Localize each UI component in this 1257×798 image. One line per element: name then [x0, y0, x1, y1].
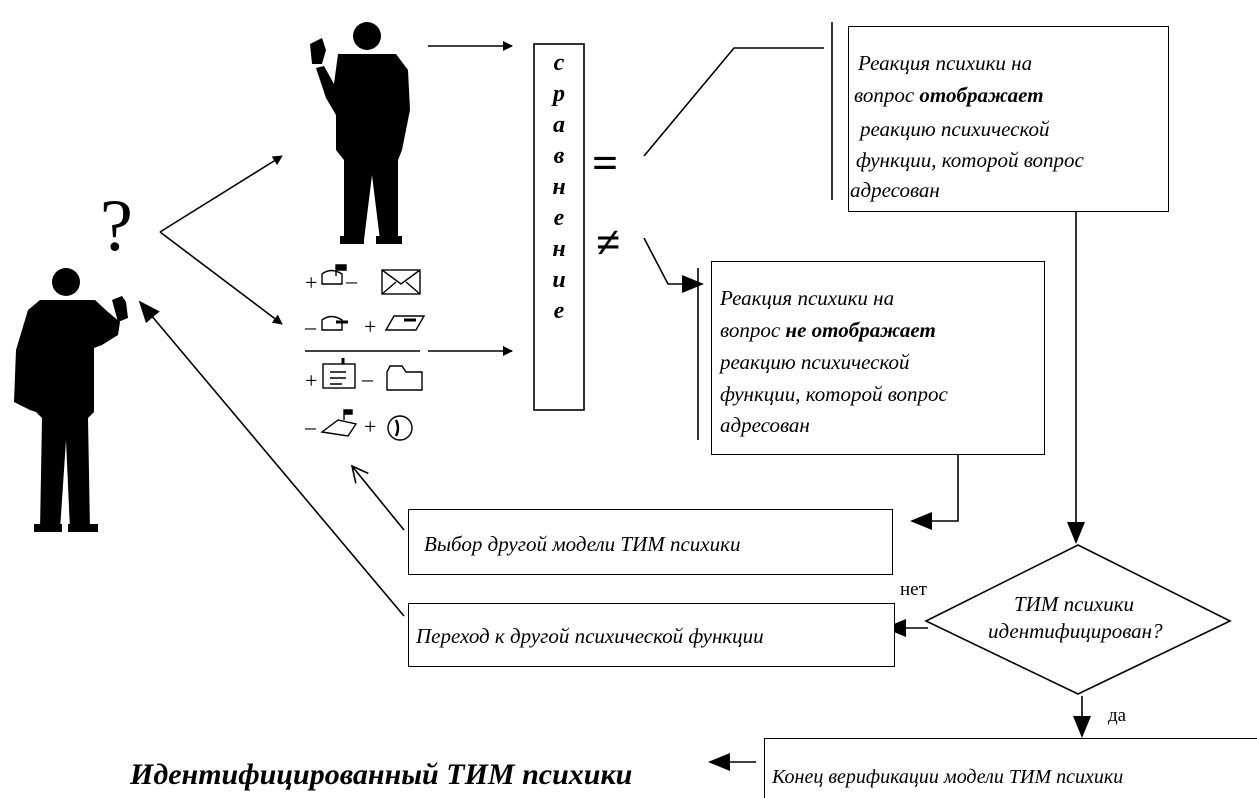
sign-minus-3: – — [362, 366, 373, 391]
connectors — [138, 22, 1091, 771]
sign-plus-3: + — [305, 368, 318, 393]
comparison-letter: е — [553, 205, 565, 231]
label-yes: да — [1108, 705, 1127, 726]
mailbox-open-icon — [320, 409, 358, 437]
sign-minus-1: – — [346, 268, 357, 293]
box-other-function — [408, 603, 895, 667]
box-not-reflects-line-1: Реакция психики на — [720, 286, 895, 310]
arrow-back-to-icons — [352, 466, 405, 531]
box-end — [764, 738, 1257, 798]
decision-diamond — [924, 544, 1232, 695]
comparison-letter: с — [553, 50, 565, 76]
letter-icon — [384, 315, 426, 331]
box-end-text: Конец верификации модели ТИМ психики — [772, 766, 1124, 788]
box-not-reflects-line-4: функции, которой вопрос — [720, 382, 948, 406]
comparison-letter: в — [553, 143, 565, 169]
sign-plus-2: + — [364, 314, 377, 339]
questioner-person-icon — [14, 268, 128, 532]
comparison-letter: р — [553, 81, 565, 107]
comparison-letter: а — [553, 112, 565, 138]
mailbox-flag-up-icon — [321, 264, 347, 285]
comparison-letter: е — [553, 298, 565, 324]
envelope-icon — [381, 269, 421, 295]
comparison-letter: и — [552, 267, 566, 293]
sign-plus-1: + — [305, 270, 318, 295]
box-not-reflects-line-2: вопрос не отображает — [720, 318, 936, 342]
comparison-box: с р а в н е н и е — [534, 48, 584, 327]
box-other-model — [408, 509, 893, 575]
question-mark: ? — [100, 185, 133, 267]
decision-line-1: ТИМ психики — [1014, 592, 1135, 616]
box-reflects — [848, 26, 1169, 212]
label-no: нет — [900, 579, 927, 600]
mailbox-card-icon — [322, 358, 356, 389]
sign-minus-2: – — [305, 314, 316, 339]
decision-line-2: идентифицирован? — [988, 619, 1163, 643]
box-reflects-line-4: функции, которой вопрос — [856, 148, 1084, 172]
comparison-letter: н — [552, 174, 566, 200]
box-not-reflects-line-5: адресован — [720, 413, 810, 437]
comparison-letter: н — [552, 236, 566, 262]
comparison-box-frame — [533, 43, 585, 411]
box-not-reflects-line-3: реакцию психической — [720, 350, 910, 374]
box-reflects-line-1: Реакция психики на — [858, 51, 1033, 75]
arrow-to-mail-icons — [159, 231, 283, 325]
arrow-back-to-questioner — [138, 300, 405, 617]
phone-icon — [387, 415, 413, 441]
sign-plus-4: + — [364, 414, 377, 439]
not-equal-sign: ≠ — [596, 218, 621, 267]
sign-minus-4: – — [305, 414, 316, 439]
folder-icon — [386, 365, 423, 391]
respondent-person-icon — [310, 22, 410, 244]
box-other-function-text: Переход к другой психической функции — [416, 624, 764, 648]
box-other-model-text: Выбор другой модели ТИМ психики — [424, 532, 741, 556]
mail-icons-grid — [305, 264, 426, 441]
arrow-to-respondent — [159, 155, 283, 233]
equal-sign: = — [592, 137, 619, 188]
result-title: Идентифицированный ТИМ психики — [130, 758, 633, 791]
arrow-to-other-model — [910, 442, 959, 530]
line-equal-branch — [643, 47, 824, 157]
box-reflects-line-3: реакцию психической — [860, 117, 1050, 141]
box-reflects-line-5: адресован — [850, 178, 940, 202]
box-reflects-line-2: вопрос отображает — [854, 83, 1044, 107]
mailbox-flag-down-icon — [321, 315, 348, 331]
arrow-not-equal-branch — [643, 237, 704, 293]
box-not-reflects — [711, 261, 1045, 455]
